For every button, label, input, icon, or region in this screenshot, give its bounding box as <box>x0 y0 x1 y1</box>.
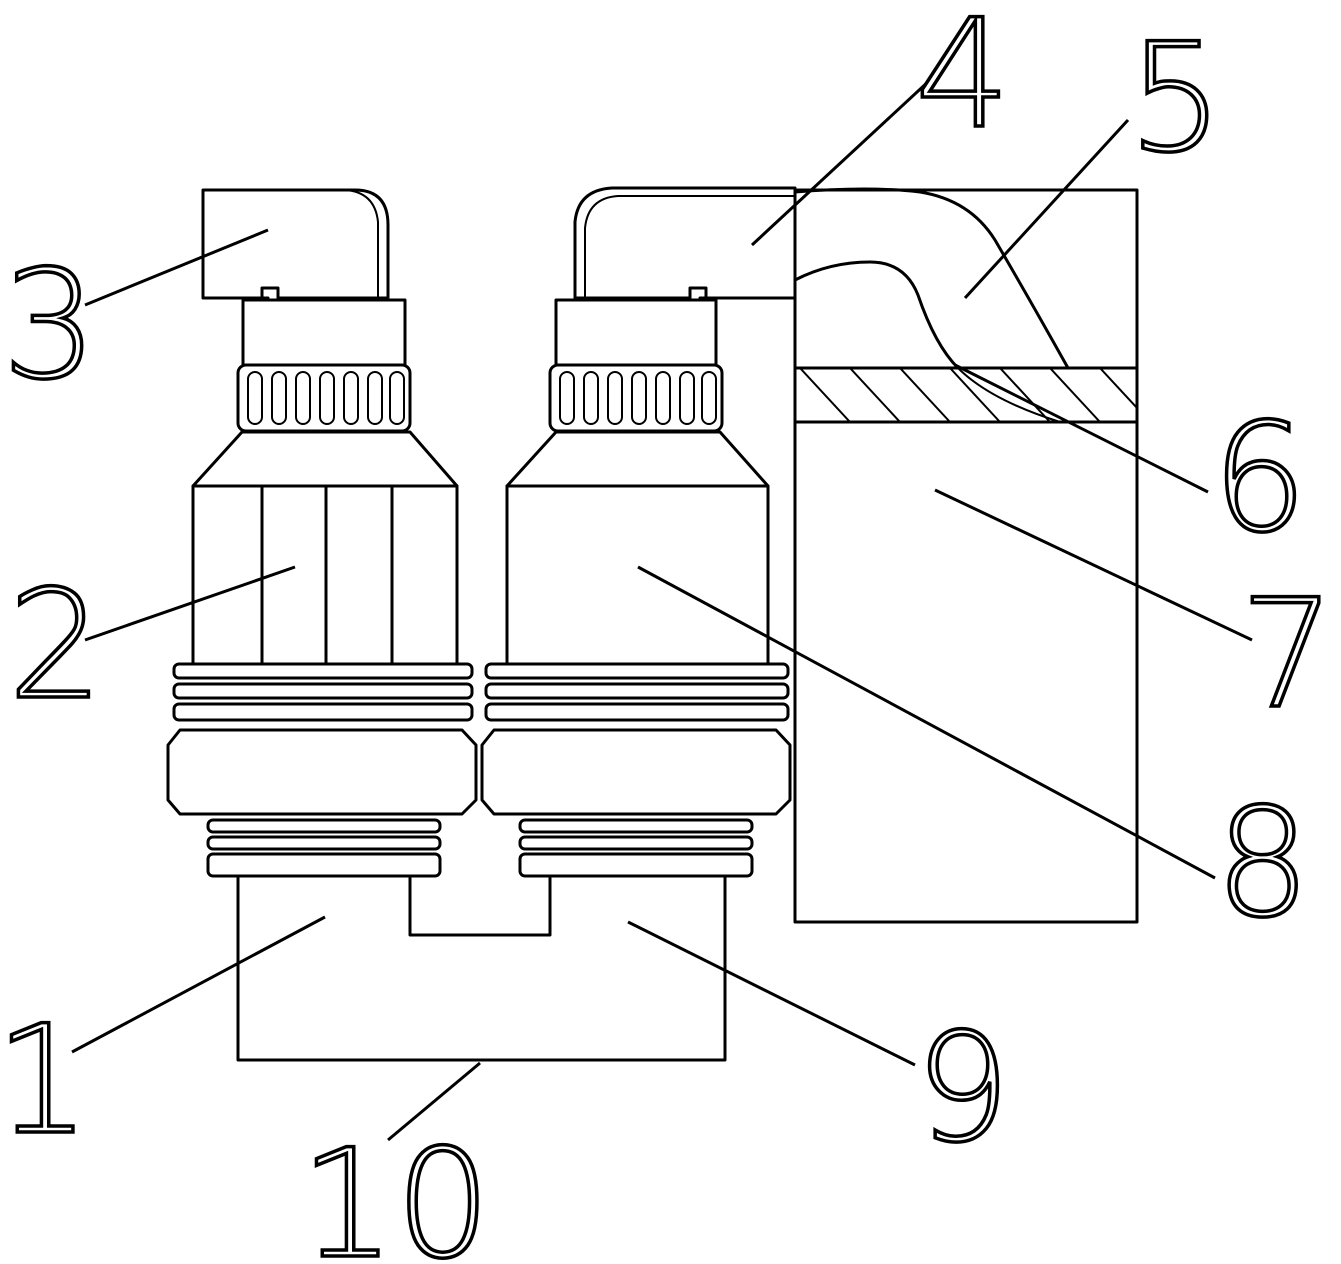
leader-lines <box>71 78 1253 1142</box>
leader-3 <box>84 228 269 307</box>
hatched-layer <box>799 368 1136 422</box>
label-1: 1 <box>0 994 90 1168</box>
leader-8 <box>637 565 1216 880</box>
leader-5 <box>963 118 1130 300</box>
left-upper-threads <box>172 662 474 722</box>
label-3: 3 <box>2 239 97 413</box>
right-elbow-pipe <box>573 186 797 300</box>
right-upper-threads <box>484 662 790 722</box>
label-10: 10 <box>300 1118 491 1264</box>
label-7: 7 <box>1240 568 1335 742</box>
left-filter-body <box>191 430 459 666</box>
right-nut <box>480 728 792 816</box>
left-elbow-outlet <box>201 188 390 300</box>
leader-9 <box>627 920 916 1067</box>
right-neck <box>554 298 718 367</box>
left-neck <box>241 298 407 367</box>
leader-7 <box>934 488 1253 642</box>
label-6: 6 <box>1212 392 1307 566</box>
label-8: 8 <box>1215 777 1310 951</box>
tank <box>793 187 1139 924</box>
label-2: 2 <box>8 559 103 733</box>
label-4: 4 <box>915 0 1010 162</box>
left-knurled-collar <box>236 363 412 433</box>
left-bottom-threads <box>206 818 442 878</box>
right-knurled-collar <box>548 363 724 433</box>
leader-2 <box>84 565 296 642</box>
right-bottom-threads <box>518 818 754 878</box>
label-9: 9 <box>915 1002 1010 1176</box>
label-5: 5 <box>1128 12 1223 186</box>
leader-1 <box>71 915 326 1054</box>
left-nut <box>166 728 478 816</box>
right-body <box>505 430 770 666</box>
base-block <box>236 874 727 1062</box>
leader-4 <box>750 78 932 247</box>
leader-10 <box>387 1061 481 1142</box>
leader-6 <box>954 363 1209 494</box>
